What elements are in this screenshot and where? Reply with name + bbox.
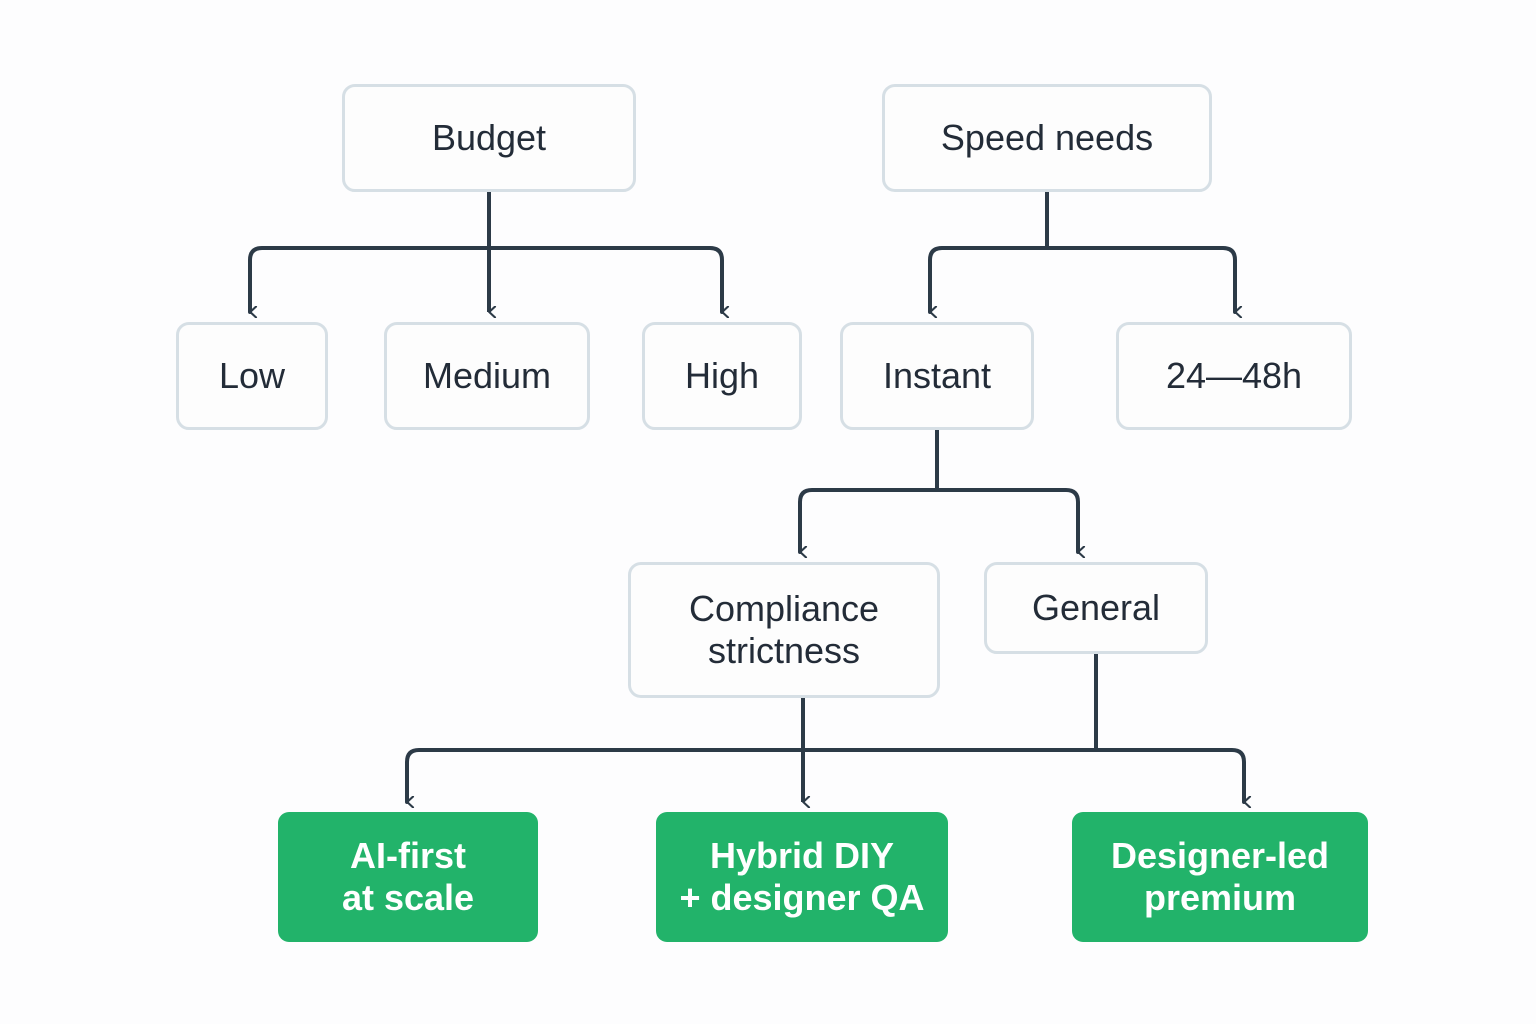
node-low[interactable]: Low (176, 322, 328, 430)
node-speed-needs[interactable]: Speed needs (882, 84, 1212, 192)
node-ai-first-at-scale-label: AI-first at scale (341, 834, 475, 918)
edge-group-instant (798, 430, 1078, 552)
edge-to-ai-first (405, 748, 805, 802)
node-speed-needs-label: Speed needs (940, 116, 1154, 158)
node-designer-led-premium-label: Designer-led premium (1110, 834, 1330, 918)
node-medium[interactable]: Medium (384, 322, 590, 430)
edge-instant-to-compliance (798, 488, 939, 552)
node-general[interactable]: General (984, 562, 1208, 654)
edge-speed-to-instant (928, 246, 1049, 312)
node-hybrid-diy-designer-qa[interactable]: Hybrid DIY + designer QA (656, 812, 948, 942)
edge-instant-to-general (935, 488, 1078, 552)
node-ai-first-at-scale[interactable]: AI-first at scale (278, 812, 538, 942)
node-general-label: General (1031, 586, 1161, 628)
node-budget-label: Budget (431, 116, 547, 158)
edge-to-designer-led (801, 748, 1244, 802)
node-low-label: Low (218, 354, 286, 396)
edge-speed-to-24-48h (1045, 246, 1235, 312)
edge-budget-to-high (487, 246, 722, 312)
node-24-48h-label: 24—48h (1165, 354, 1303, 396)
node-high[interactable]: High (642, 322, 802, 430)
node-hybrid-diy-designer-qa-label: Hybrid DIY + designer QA (679, 834, 925, 918)
edge-group-budget (248, 192, 722, 312)
node-compliance-strictness-label: Compliance strictness (688, 587, 880, 671)
edge-group-speed-needs (928, 192, 1235, 312)
node-high-label: High (684, 354, 760, 396)
node-instant-label: Instant (882, 354, 992, 396)
node-24-48h[interactable]: 24—48h (1116, 322, 1352, 430)
edge-budget-to-low (248, 246, 491, 312)
node-budget[interactable]: Budget (342, 84, 636, 192)
node-compliance-strictness[interactable]: Compliance strictness (628, 562, 940, 698)
node-medium-label: Medium (422, 354, 552, 396)
node-instant[interactable]: Instant (840, 322, 1034, 430)
node-designer-led-premium[interactable]: Designer-led premium (1072, 812, 1368, 942)
